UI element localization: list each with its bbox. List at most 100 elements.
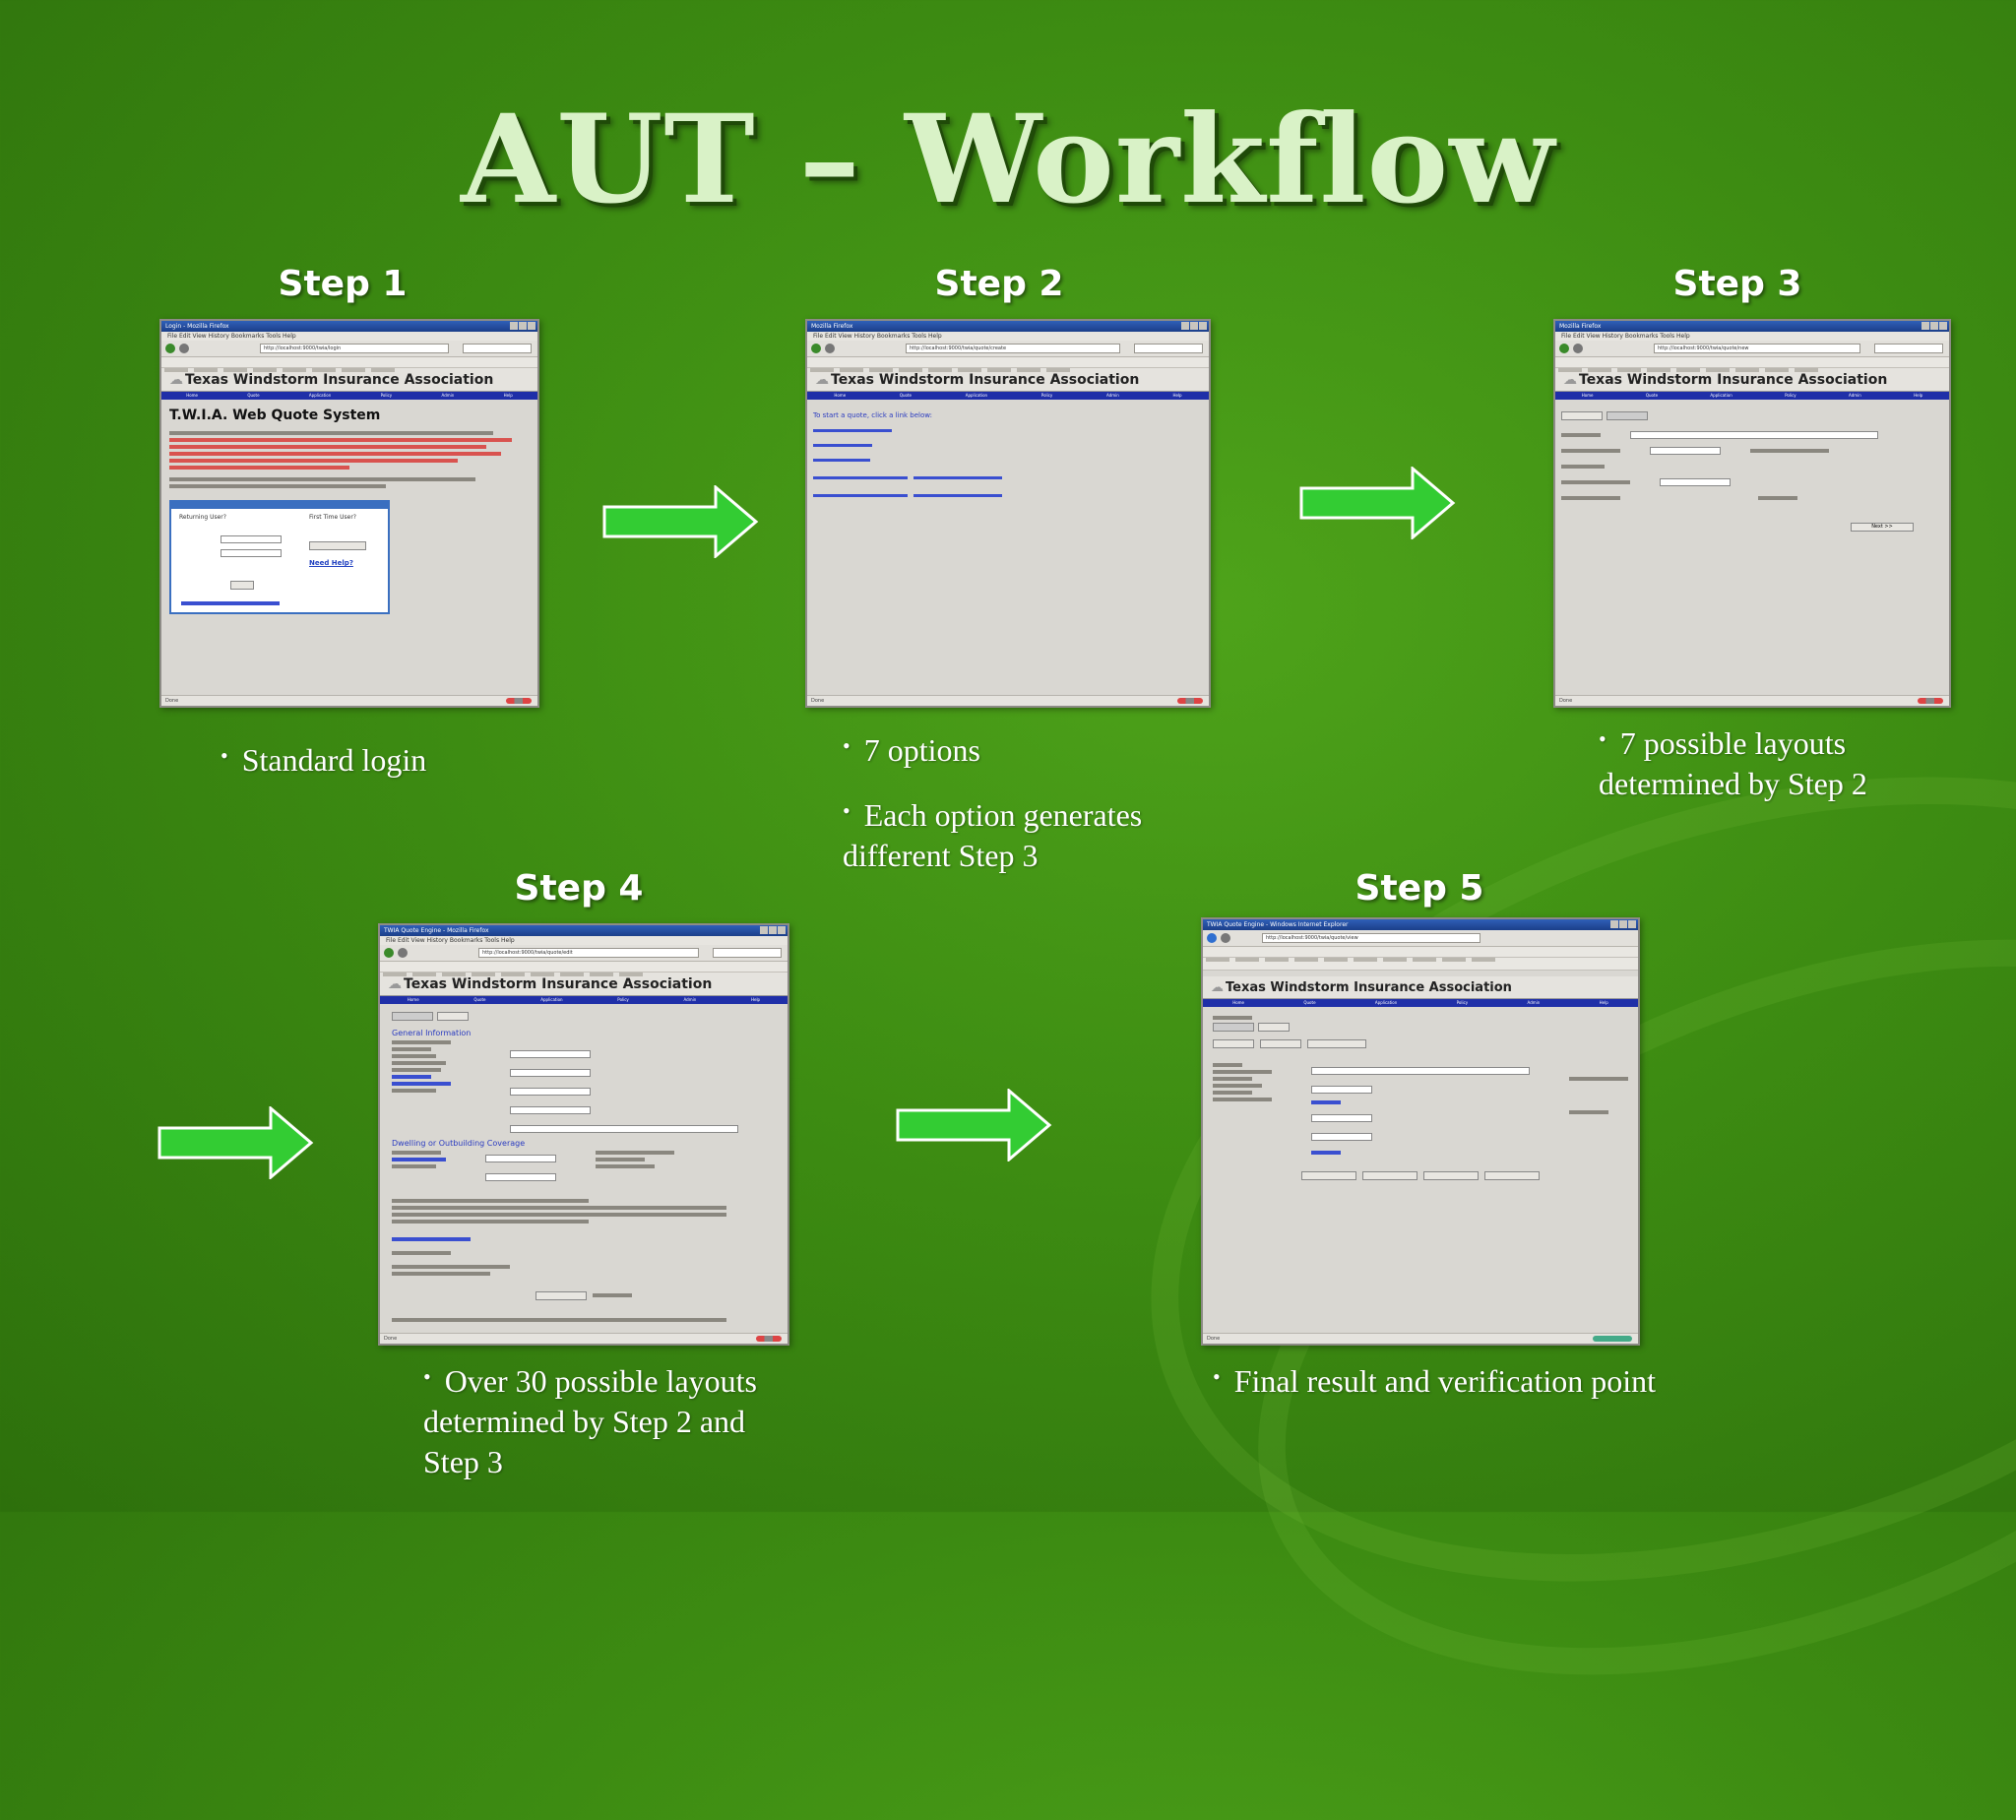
step-5-label: Step 5 <box>1354 868 1484 909</box>
nav-item: Home <box>186 393 198 398</box>
bookmarks-bar <box>807 357 1209 372</box>
nav-item: Home <box>834 393 847 398</box>
site-header: ☁Texas Windstorm Insurance Association <box>1203 976 1638 999</box>
step-1-label: Step 1 <box>278 264 408 304</box>
nav-item: Admin <box>441 393 455 398</box>
nav-item: Quote <box>899 393 913 398</box>
step-4-screenshot: TWIA Quote Engine - Mozilla Firefox File… <box>378 923 789 1346</box>
nav-item: Application <box>1374 1000 1398 1005</box>
login-box: Returning User? First Time User? Need He… <box>169 500 390 614</box>
nav-item: Home <box>1232 1000 1244 1005</box>
section-general-information: General Information <box>392 1029 472 1037</box>
address-bar: http://localhost:9000/twia/quote/create <box>906 344 1120 353</box>
window-titlebar: Mozilla Firefox <box>1555 321 1949 332</box>
bullet-icon: • <box>843 733 850 758</box>
status-bar: Done <box>161 695 537 706</box>
nav-item: Quote <box>1645 393 1659 398</box>
nav-item: Policy <box>1785 393 1796 398</box>
menu-bar: File Edit View History Bookmarks Tools H… <box>161 332 537 341</box>
bullet-icon: • <box>1599 726 1606 751</box>
nav-item: Quote <box>1303 1000 1316 1005</box>
menu-bar: File Edit View History Bookmarks Tools H… <box>380 936 788 945</box>
navigation-toolbar: http://localhost:9000/twia/login <box>161 341 537 357</box>
right-arrow-icon <box>602 485 759 558</box>
status-bar: Done <box>807 695 1209 706</box>
status-bar: Done <box>380 1333 788 1344</box>
nav-bar: Home Quote Application Policy Admin Help <box>807 392 1209 400</box>
nav-item: Admin <box>1106 393 1119 398</box>
nav-item: Home <box>1581 393 1594 398</box>
nav-item: Admin <box>1527 1000 1541 1005</box>
nav-item: Application <box>965 393 988 398</box>
address-bar: http://localhost:9000/twia/quote/edit <box>478 948 699 958</box>
address-bar: http://localhost:9000/twia/quote/new <box>1654 344 1860 353</box>
navigation-toolbar: http://localhost:9000/twia/quote/create <box>807 341 1209 357</box>
next-button: Next >> <box>1851 523 1914 532</box>
nav-item: Admin <box>683 997 697 1002</box>
nav-item: Admin <box>1849 393 1861 398</box>
step-3-notes: •7 possible layouts determined by Step 2 <box>1599 725 1867 801</box>
nav-item: Quote <box>473 997 486 1002</box>
step-3-label: Step 3 <box>1672 264 1802 304</box>
site-header: ☁Texas Windstorm Insurance Association <box>380 973 788 996</box>
menu-bar: File Edit View History Bookmarks Tools H… <box>1555 332 1949 341</box>
nav-item: Help <box>1914 393 1923 398</box>
step-1-notes: •Standard login <box>220 742 427 778</box>
nav-item: Policy <box>1040 393 1053 398</box>
bullet-icon: • <box>220 743 228 768</box>
nav-item: Help <box>750 997 761 1002</box>
menu-bar: File Edit View History Bookmarks Tools H… <box>807 332 1209 341</box>
address-bar: http://localhost:9000/twia/quote/view <box>1262 933 1480 943</box>
step-5-notes: •Final result and verification point <box>1213 1363 1657 1399</box>
status-bar: Done <box>1203 1333 1638 1344</box>
nav-item: Help <box>503 393 513 398</box>
address-bar: http://localhost:9000/twia/login <box>260 344 449 353</box>
nav-bar: Home Quote Application Policy Admin Help <box>380 996 788 1004</box>
bookmarks-bar <box>380 962 788 976</box>
window-titlebar: Mozilla Firefox <box>807 321 1209 332</box>
nav-item: Application <box>540 997 563 1002</box>
nav-item: Home <box>407 997 419 1002</box>
step-3-screenshot: Mozilla Firefox File Edit View History B… <box>1553 319 1951 708</box>
step-5-screenshot: TWIA Quote Engine - Windows Internet Exp… <box>1201 917 1640 1346</box>
right-arrow-icon <box>1299 467 1456 539</box>
navigation-toolbar: http://localhost:9000/twia/quote/new <box>1555 341 1949 357</box>
window-titlebar: TWIA Quote Engine - Mozilla Firefox <box>380 925 788 936</box>
right-arrow-icon <box>896 1089 1052 1161</box>
nav-item: Application <box>1710 393 1732 398</box>
nav-item: Policy <box>380 393 393 398</box>
bookmarks-bar <box>1203 947 1638 962</box>
search-box <box>1134 344 1203 353</box>
bookmarks-bar <box>1555 357 1949 372</box>
right-arrow-icon <box>158 1106 314 1179</box>
step-2-screenshot: Mozilla Firefox File Edit View History B… <box>805 319 1211 708</box>
site-header: ☁Texas Windstorm Insurance Association <box>1555 368 1949 392</box>
nav-item: Policy <box>617 997 629 1002</box>
site-header: ☁Texas Windstorm Insurance Association <box>807 368 1209 392</box>
nav-bar: Home Quote Application Policy Admin Help <box>1555 392 1949 400</box>
section-dwelling-coverage: Dwelling or Outbuilding Coverage <box>392 1139 526 1148</box>
page-title: T.W.I.A. Web Quote System <box>169 408 381 423</box>
status-bar: Done <box>1555 695 1949 706</box>
window-titlebar: TWIA Quote Engine - Windows Internet Exp… <box>1203 919 1638 930</box>
nav-item: Help <box>1172 393 1182 398</box>
bullet-icon: • <box>423 1364 431 1389</box>
navigation-toolbar: http://localhost:9000/twia/quote/edit <box>380 945 788 962</box>
nav-item: Application <box>308 393 332 398</box>
search-box <box>463 344 532 353</box>
step-1-screenshot: Login - Mozilla Firefox File Edit View H… <box>159 319 539 708</box>
step-2-label: Step 2 <box>934 264 1064 304</box>
intro-text: To start a quote, click a link below: <box>813 411 932 419</box>
step-2-notes: •7 options •Each option generates differ… <box>843 732 1143 873</box>
nav-item: Help <box>1599 1000 1608 1005</box>
navigation-toolbar: http://localhost:9000/twia/quote/view <box>1203 930 1638 947</box>
search-box <box>1874 344 1943 353</box>
window-titlebar: Login - Mozilla Firefox <box>161 321 537 332</box>
search-box <box>713 948 782 958</box>
slide-title: AUT – Workflow <box>461 89 1555 231</box>
bullet-icon: • <box>843 798 850 823</box>
step-4-label: Step 4 <box>514 868 644 909</box>
bookmarks-bar <box>161 357 537 372</box>
